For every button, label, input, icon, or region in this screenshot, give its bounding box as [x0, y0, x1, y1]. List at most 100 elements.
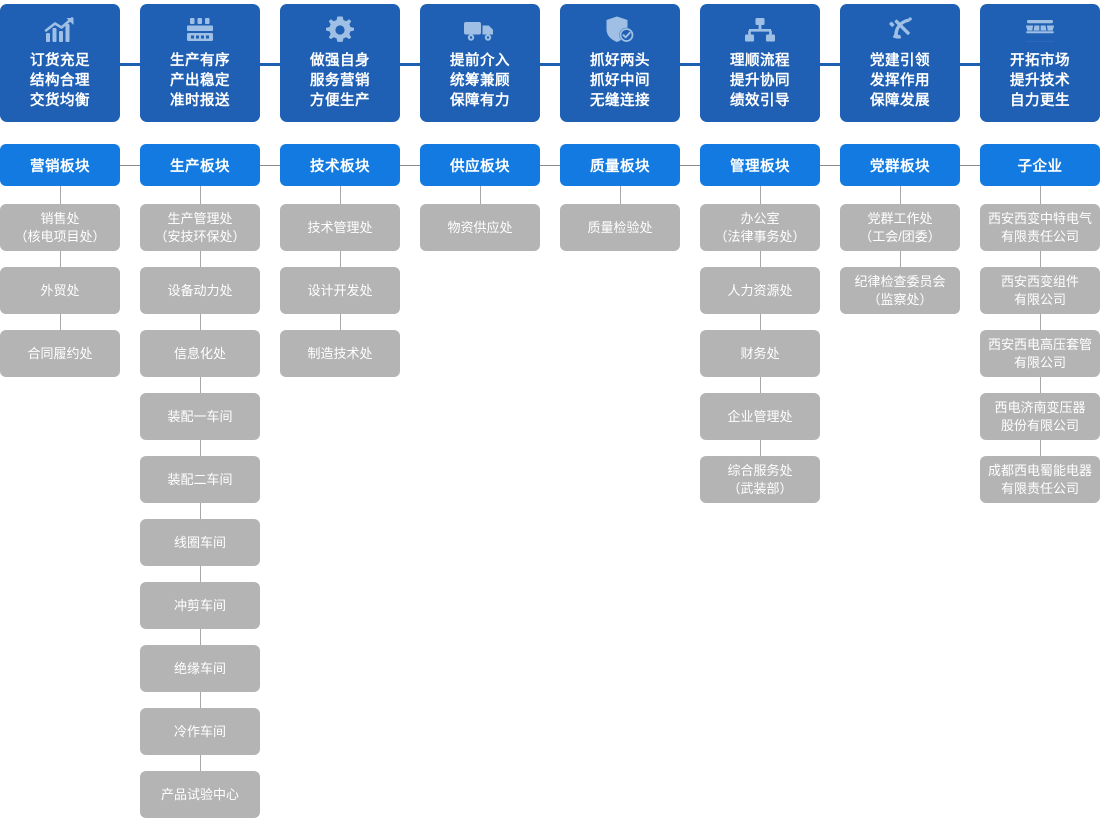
dept-box[interactable]: 冷作车间 [140, 708, 260, 755]
dept-box[interactable]: 线圈车间 [140, 519, 260, 566]
dept-box[interactable]: 销售处（核电项目处） [0, 204, 120, 251]
dept-box-line: 冲剪车间 [173, 597, 226, 613]
dept-box[interactable]: 西安西变组件有限公司 [980, 267, 1100, 314]
board-box-management[interactable]: 管理板块 [700, 144, 820, 186]
dept-box-text: 质量检验处 [587, 219, 652, 237]
dept-box-text: 企业管理处 [727, 408, 792, 426]
theme-card-line: 绩效引导 [730, 93, 790, 109]
dept-box[interactable]: 技术管理处 [280, 204, 400, 251]
theme-card-text: 党建引领发挥作用保障发展 [870, 51, 930, 111]
dept-box-text: 技术管理处 [307, 219, 372, 237]
dept-box[interactable]: 财务处 [700, 330, 820, 377]
dept-box[interactable]: 西安西电高压套管有限公司 [980, 330, 1100, 377]
theme-card-line: 保障发展 [870, 93, 930, 109]
dept-box[interactable]: 成都西电蜀能电器有限责任公司 [980, 456, 1100, 503]
dept-box[interactable]: 信息化处 [140, 330, 260, 377]
board-box-technology[interactable]: 技术板块 [280, 144, 400, 186]
dept-box[interactable]: 质量检验处 [560, 204, 680, 251]
theme-card-line: 订货充足 [30, 53, 90, 69]
board-box-label: 供应板块 [450, 158, 510, 175]
dept-box-line: 西安西变组件 [1000, 273, 1079, 289]
theme-card-line: 开拓市场 [1010, 53, 1070, 69]
dept-box-text: 信息化处 [174, 345, 226, 363]
dept-box-line: 装配二车间 [167, 471, 233, 487]
dept-box[interactable]: 纪律检查委员会（监察处） [840, 267, 960, 314]
org-hierarchy-icon [743, 15, 777, 45]
column-spine-connector [760, 186, 761, 456]
storefront-icon [1023, 15, 1057, 45]
dept-box[interactable]: 装配一车间 [140, 393, 260, 440]
dept-box-line: 财务处 [740, 345, 780, 361]
dept-box-line: 党群工作处 [867, 210, 933, 226]
dept-box-line: 西电济南变压器 [994, 399, 1086, 415]
board-box-label: 子企业 [1017, 158, 1063, 175]
dept-box-text: 设计开发处 [307, 282, 372, 300]
board-box-party[interactable]: 党群板块 [840, 144, 960, 186]
dept-box-line: 企业管理处 [727, 408, 793, 424]
dept-box[interactable]: 生产管理处（安技环保处） [140, 204, 260, 251]
dept-box-text: 销售处（核电项目处） [14, 210, 105, 246]
dept-box-line: 合同履约处 [27, 345, 93, 361]
dept-box[interactable]: 办公室（法律事务处） [700, 204, 820, 251]
dept-box-line: （安技环保处） [154, 228, 246, 244]
dept-box[interactable]: 产品试验中心 [140, 771, 260, 818]
dept-box[interactable]: 绝缘车间 [140, 645, 260, 692]
board-box-quality[interactable]: 质量板块 [560, 144, 680, 186]
dept-box-line: 有限公司 [1013, 354, 1066, 370]
board-box-label: 营销板块 [30, 158, 90, 175]
dept-box-text: 线圈车间 [174, 534, 226, 552]
dept-box[interactable]: 外贸处 [0, 267, 120, 314]
dept-box-text: 成都西电蜀能电器有限责任公司 [988, 462, 1092, 498]
theme-card-line: 发挥作用 [870, 73, 930, 89]
theme-card-technology: 做强自身服务营销方便生产 [280, 4, 400, 122]
dept-box-line: 有限责任公司 [1000, 228, 1079, 244]
dept-box-line: 质量检验处 [587, 219, 653, 235]
dept-box[interactable]: 冲剪车间 [140, 582, 260, 629]
board-box-label: 管理板块 [730, 158, 790, 175]
board-box-production[interactable]: 生产板块 [140, 144, 260, 186]
dept-box-line: 装配一车间 [167, 408, 233, 424]
dept-box[interactable]: 党群工作处 （工会/团委） [840, 204, 960, 251]
dept-box[interactable]: 合同履约处 [0, 330, 120, 377]
board-connector [680, 165, 700, 166]
dept-box-line: 冷作车间 [173, 723, 226, 739]
top-card-connector [680, 63, 700, 66]
dept-box[interactable]: 综合服务处（武装部） [700, 456, 820, 503]
shield-check-icon [603, 15, 637, 45]
board-connector [260, 165, 280, 166]
theme-card-text: 理顺流程提升协同绩效引导 [730, 51, 790, 111]
board-connector [120, 165, 140, 166]
dept-box[interactable]: 设计开发处 [280, 267, 400, 314]
board-connector [960, 165, 980, 166]
dept-box-line: 物资供应处 [447, 219, 513, 235]
dept-box[interactable]: 西安西变中特电气有限责任公司 [980, 204, 1100, 251]
dept-box-line: 产品试验中心 [160, 786, 239, 802]
dept-box-line: （武装部） [727, 480, 793, 496]
dept-box[interactable]: 设备动力处 [140, 267, 260, 314]
gear-icon [323, 15, 357, 45]
top-card-connector [540, 63, 560, 66]
dept-box-line: （工会/团委） [859, 228, 941, 244]
dept-box[interactable]: 物资供应处 [420, 204, 540, 251]
dept-box-text: 西安西电高压套管有限公司 [988, 336, 1092, 372]
dept-box[interactable]: 西电济南变压器股份有限公司 [980, 393, 1100, 440]
top-card-connector [820, 63, 840, 66]
dept-box[interactable]: 企业管理处 [700, 393, 820, 440]
dept-box-line: （核电项目处） [14, 228, 106, 244]
dept-box[interactable]: 装配二车间 [140, 456, 260, 503]
dept-box-line: 信息化处 [173, 345, 226, 361]
dept-box-line: 线圈车间 [173, 534, 226, 550]
dept-box-text: 冷作车间 [174, 723, 226, 741]
dept-box[interactable]: 制造技术处 [280, 330, 400, 377]
theme-card-line: 自力更生 [1010, 93, 1070, 109]
dept-box-line: 有限责任公司 [1000, 480, 1079, 496]
board-box-marketing[interactable]: 营销板块 [0, 144, 120, 186]
board-box-supply[interactable]: 供应板块 [420, 144, 540, 186]
top-card-connector [400, 63, 420, 66]
dept-box-text: 纪律检查委员会（监察处） [854, 273, 945, 309]
dept-box[interactable]: 人力资源处 [700, 267, 820, 314]
board-box-subsidiaries[interactable]: 子企业 [980, 144, 1100, 186]
board-box-label: 党群板块 [870, 158, 930, 175]
board-box-label: 技术板块 [310, 158, 370, 175]
theme-card-text: 开拓市场提升技术自力更生 [1010, 51, 1070, 111]
